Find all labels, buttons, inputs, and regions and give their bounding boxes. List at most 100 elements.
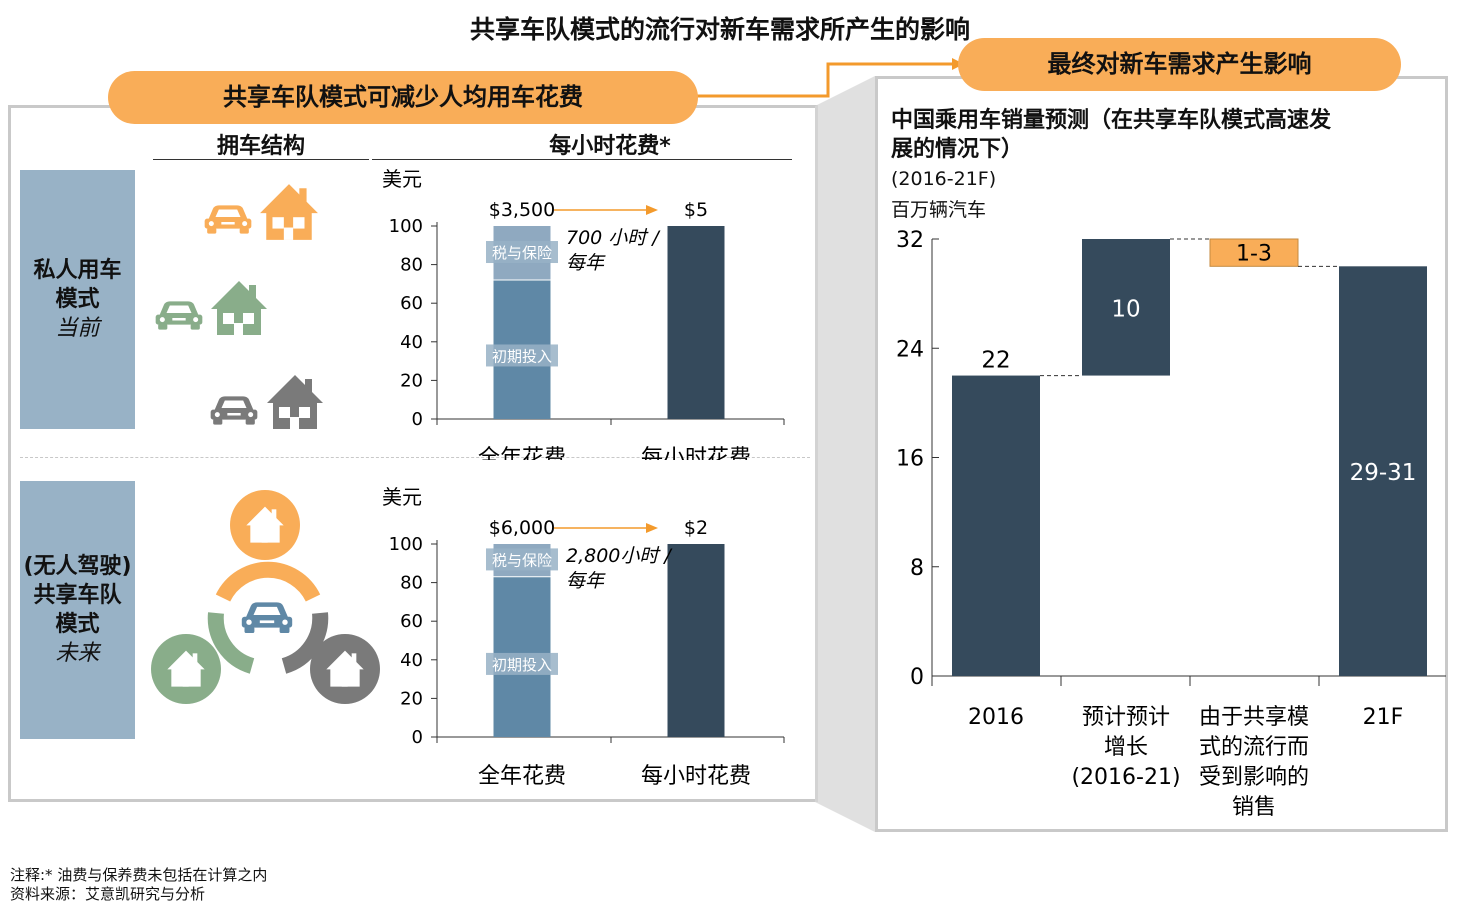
footnotes: 注释:* 油费与保养费未包括在计算之内 资料来源：艾意凯研究与分析	[10, 866, 267, 904]
y-tick-label: 8	[910, 556, 924, 581]
tax-insurance-label-box	[486, 241, 558, 264]
row-shared-line3: 模式	[55, 612, 100, 637]
y-axis-unit: 美元	[382, 167, 422, 191]
car-icon	[154, 293, 204, 333]
tax-insurance-label: 税与保险	[492, 244, 552, 262]
page-title: 共享车队模式的流行对新车需求所产生的影响	[469, 15, 970, 44]
bar-hourly-cost	[667, 544, 725, 737]
ownership-header: 拥车结构	[216, 134, 305, 159]
ownership-header-rule	[153, 159, 369, 160]
row-private-tag: 当前	[55, 316, 100, 341]
bar-hourly-cost	[667, 226, 725, 419]
hours-per-year-annotation: 700 小时 /	[566, 227, 661, 249]
x-category-label: (2016-21)	[1071, 765, 1180, 790]
hourly-total-label: $2	[684, 517, 708, 539]
row-divider	[20, 457, 810, 458]
x-category-label: 受到影响的	[1199, 765, 1309, 790]
forecast-heading-line2: 展的情况下）	[891, 137, 1024, 162]
house-icon	[258, 182, 320, 240]
waterfall-bar	[1209, 238, 1299, 267]
x-category-label: 增长	[1104, 735, 1148, 760]
row-private-line2: 模式	[55, 287, 100, 312]
row-shared-line1: (无人驾驶)	[23, 554, 132, 579]
waterfall-bar	[952, 375, 1040, 676]
y-tick-label: 0	[412, 727, 423, 748]
footnote: 注释:* 油费与保养费未包括在计算之内	[10, 866, 268, 884]
data-label: 10	[1111, 296, 1140, 322]
forecast-years: (2016-21F)	[891, 168, 997, 190]
data-label: 1-3	[1236, 242, 1272, 267]
forecast-heading-line1: 中国乘用车销量预测（在共享车队模式高速发	[891, 108, 1332, 133]
x-category-label: 21F	[1363, 705, 1404, 730]
y-tick-label: 100	[389, 216, 423, 237]
row-shared-tag: 未来	[55, 641, 100, 666]
house-icon	[325, 649, 365, 687]
house-icon	[245, 505, 285, 543]
y-tick-label: 60	[400, 293, 423, 314]
x-category-label: 式的流行而	[1199, 735, 1309, 760]
hours-per-year-annotation: 每年	[566, 570, 606, 592]
y-tick-label: 100	[389, 534, 423, 555]
waterfall-bar	[1082, 239, 1170, 376]
row-label-shared: (无人驾驶) 共享车队 模式 未来	[20, 481, 135, 739]
x-category-label: 每小时花费	[641, 446, 751, 460]
hourly-total-label: $5	[684, 199, 708, 221]
initial-investment-label: 初期投入	[492, 347, 552, 365]
waterfall-bar	[1339, 266, 1427, 676]
y-tick-label: 40	[400, 332, 423, 353]
data-label: 22	[981, 348, 1010, 374]
cost-arrow-head	[646, 523, 658, 533]
annual-total-label: $3,500	[489, 199, 555, 221]
car-icon	[203, 197, 253, 237]
cost-arrow-head	[646, 205, 658, 215]
row-private-line1: 私人用车	[33, 258, 122, 283]
y-tick-label: 60	[400, 611, 423, 632]
x-category-label: 全年花费	[478, 446, 566, 460]
hours-per-year-annotation: 每年	[566, 252, 606, 274]
row-shared-line2: 共享车队	[33, 583, 122, 608]
banner-arrow	[696, 58, 964, 98]
house-icon	[166, 649, 206, 687]
x-category-label: 预计预计	[1082, 705, 1170, 730]
y-tick-label: 80	[400, 573, 423, 594]
annual-total-label: $6,000	[489, 517, 555, 539]
y-tick-label: 0	[412, 409, 423, 430]
tax-insurance-label-box	[486, 548, 558, 571]
house-icon	[209, 279, 269, 335]
panel-connector	[815, 76, 875, 832]
y-tick-label: 20	[400, 688, 423, 709]
y-tick-label: 0	[910, 665, 924, 690]
right-banner: 最终对新车需求产生影响	[958, 38, 1401, 91]
y-tick-label: 16	[896, 447, 924, 472]
x-category-label: 销售	[1232, 795, 1276, 820]
data-label: 29-31	[1350, 460, 1417, 486]
y-tick-label: 40	[400, 650, 423, 671]
car-icon	[209, 388, 259, 428]
forecast-units: 百万辆汽车	[891, 199, 987, 221]
house-icon	[265, 373, 325, 429]
y-tick-label: 24	[896, 337, 924, 362]
initial-investment-label-box	[486, 652, 558, 675]
y-axis-unit: 美元	[382, 485, 422, 509]
x-category-label: 全年花费	[478, 764, 566, 789]
tax-insurance-label: 税与保险	[492, 551, 552, 569]
x-category-label: 2016	[968, 705, 1024, 730]
source-note: 资料来源：艾意凯研究与分析	[10, 885, 206, 903]
hourly-header: 每小时花费*	[549, 134, 671, 159]
left-banner: 共享车队模式可减少人均用车花费	[108, 71, 698, 124]
initial-investment-label: 初期投入	[492, 656, 552, 674]
y-tick-label: 32	[896, 228, 924, 253]
y-tick-label: 20	[400, 370, 423, 391]
x-category-label: 由于共享模	[1199, 705, 1309, 730]
forecast-heading: 中国乘用车销量预测（在共享车队模式高速发 展的情况下）	[891, 106, 1436, 164]
hours-per-year-annotation: 2,800小时 /	[566, 545, 673, 567]
y-tick-label: 80	[400, 255, 423, 276]
x-category-label: 每小时花费	[641, 764, 751, 789]
hourly-header-rule	[372, 159, 792, 160]
initial-investment-label-box	[486, 344, 558, 367]
car-icon	[240, 594, 294, 636]
row-label-private: 私人用车 模式 当前	[20, 170, 135, 429]
